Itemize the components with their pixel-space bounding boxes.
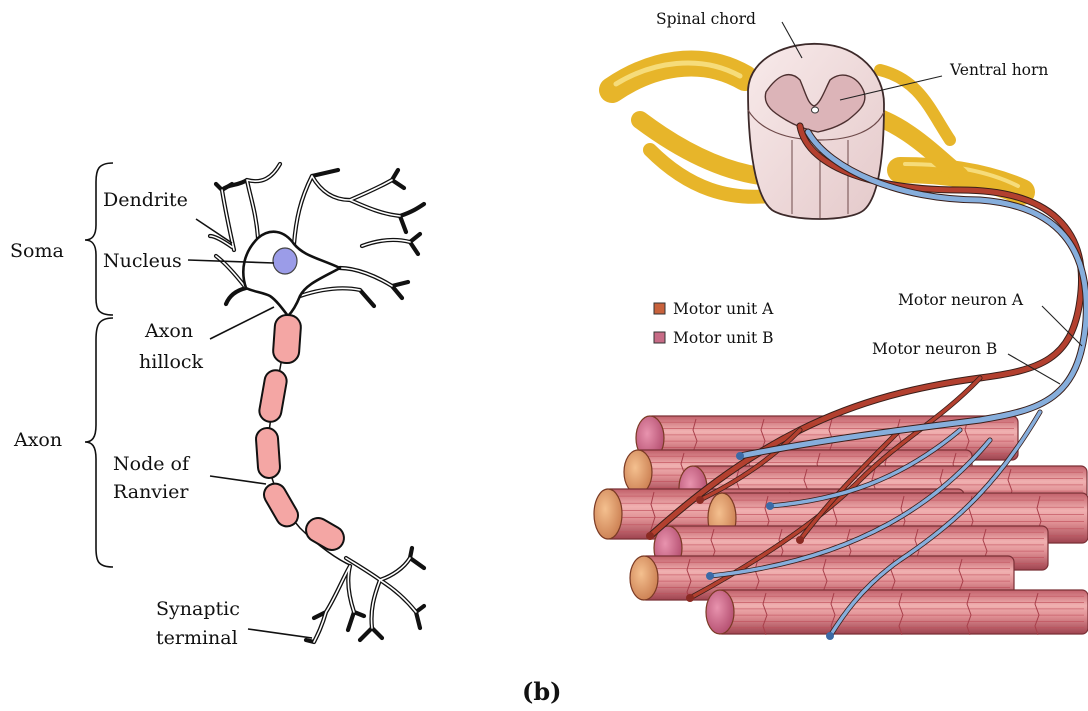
axon-brace xyxy=(85,318,113,567)
soma-label: Soma xyxy=(10,240,64,262)
axon-hillock-label-line2: hillock xyxy=(139,351,204,373)
nucleus-shape xyxy=(273,248,297,274)
axon-segments xyxy=(255,314,352,566)
synaptic-terminal-leader xyxy=(248,629,312,638)
muscle-fiber xyxy=(706,590,1088,635)
legend-swatch-motor-unit-a xyxy=(654,303,665,314)
legend-label-motor-unit-a: Motor unit A xyxy=(673,300,774,318)
figure-caption: (b) xyxy=(522,677,562,706)
soma-brace xyxy=(85,163,113,315)
axon-hillock-leader xyxy=(210,307,274,339)
spinal-cord xyxy=(748,44,884,219)
legend-label-motor-unit-b: Motor unit B xyxy=(673,329,774,347)
motor-unit-diagram: Spinal chord Ventral horn Motor neuron A… xyxy=(594,10,1088,640)
neuron-diagram: Soma Axon Dendri xyxy=(10,163,424,649)
synaptic-terminal-label-line1: Synaptic xyxy=(156,598,240,620)
legend: Motor unit A Motor unit B xyxy=(654,300,774,347)
cell-body xyxy=(210,164,424,316)
axon-label: Axon xyxy=(13,429,62,451)
nucleus-label: Nucleus xyxy=(103,250,182,272)
motor-neuron-b-label: Motor neuron B xyxy=(872,340,997,358)
legend-swatch-motor-unit-b xyxy=(654,332,665,343)
synaptic-terminal-label-line2: terminal xyxy=(156,627,238,649)
node-of-ranvier-label-line2: Ranvier xyxy=(113,481,189,503)
motor-neuron-a-label: Motor neuron A xyxy=(898,291,1024,309)
node-of-ranvier-leader xyxy=(210,476,266,484)
synaptic-terminal xyxy=(306,548,424,642)
ventral-horn-label: Ventral horn xyxy=(949,61,1048,79)
node-of-ranvier-label-line1: Node of xyxy=(113,453,191,475)
spinal-chord-label: Spinal chord xyxy=(656,10,756,28)
axon-hillock-label-line1: Axon xyxy=(144,320,193,342)
dendrite-label: Dendrite xyxy=(103,189,188,211)
